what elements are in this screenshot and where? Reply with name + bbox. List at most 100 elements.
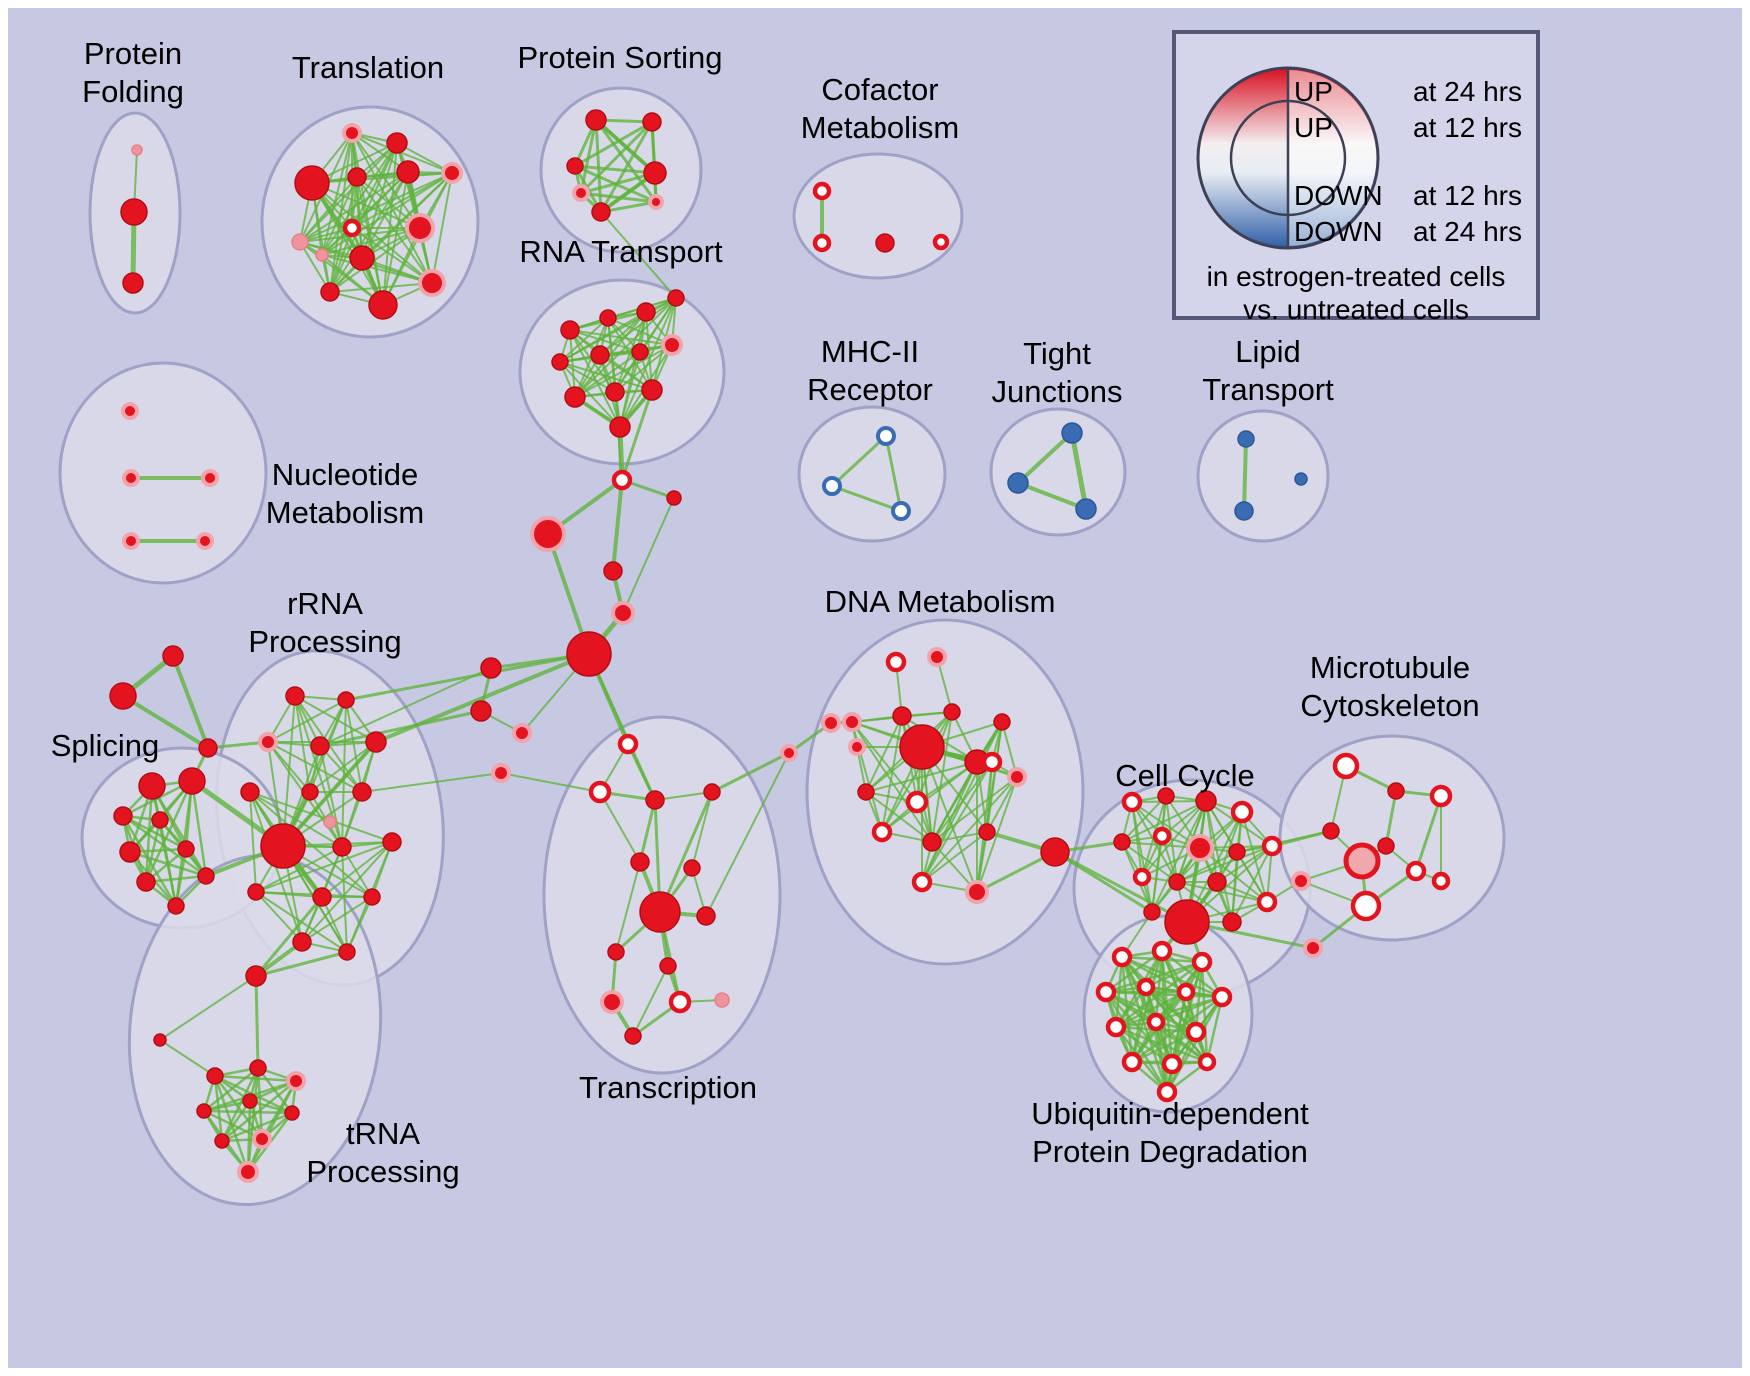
legend-box: UP at 24 hrs UP at 12 hrs DOWN at 12 hrs… — [1172, 30, 1540, 325]
cluster-label-transcription: Transcription — [579, 1070, 757, 1105]
network-node — [178, 767, 206, 795]
cluster-ellipse-mhc-ii-receptor — [797, 405, 947, 543]
network-node — [1075, 498, 1097, 520]
legend-direction: UP — [1294, 112, 1333, 143]
network-edge — [569, 329, 641, 353]
network-node — [922, 832, 942, 852]
network-node — [585, 109, 607, 131]
network-node — [1105, 1016, 1127, 1038]
network-node — [932, 233, 950, 251]
network-node — [206, 1067, 224, 1085]
network-node — [1121, 1051, 1143, 1073]
network-edge — [202, 1066, 260, 1113]
network-edge — [1114, 1025, 1209, 1064]
network-edge — [249, 791, 257, 893]
network-edge — [1216, 845, 1273, 883]
network-edge — [1236, 830, 1332, 853]
network-node — [120, 198, 148, 226]
network-node — [247, 883, 265, 901]
network-node — [151, 811, 169, 829]
network-edge — [150, 784, 208, 878]
network-edge — [246, 1079, 298, 1174]
network-node — [943, 703, 961, 721]
network-node — [641, 379, 663, 401]
network-edge — [121, 694, 210, 750]
network-node — [405, 213, 435, 243]
network-edge — [573, 164, 657, 175]
network-edge — [1154, 995, 1224, 1024]
network-node — [609, 416, 631, 438]
network-edge — [1016, 431, 1074, 485]
network-edge — [500, 772, 601, 793]
network-node — [237, 1161, 259, 1183]
network-node — [1146, 1012, 1166, 1032]
network-edge — [1131, 801, 1178, 883]
cluster-label-dna-metabolism: DNA Metabolism — [825, 584, 1056, 619]
network-node — [512, 723, 532, 743]
legend-caption: in estrogen-treated cells vs. untreated … — [1176, 260, 1536, 326]
network-edge — [321, 896, 348, 953]
network-node — [591, 202, 611, 222]
network-edge — [255, 841, 393, 893]
network-edge — [573, 120, 654, 168]
network-node — [1151, 940, 1173, 962]
network-edge — [1121, 795, 1167, 843]
network-edge — [220, 1099, 252, 1143]
cluster-ellipse-microtubule-cytoskeleton — [1278, 734, 1506, 942]
network-node — [648, 194, 664, 210]
network-edge — [884, 434, 903, 513]
network-node — [214, 1133, 230, 1149]
network-node — [821, 713, 841, 733]
network-edge — [299, 171, 409, 243]
network-edge — [574, 351, 641, 398]
network-edge — [220, 1111, 294, 1143]
network-node — [624, 1027, 642, 1045]
network-edge — [255, 891, 303, 943]
network-node — [605, 382, 625, 402]
network-edge — [1151, 800, 1207, 913]
network-node — [1431, 871, 1451, 891]
network-node — [1256, 891, 1278, 913]
network-node — [1113, 833, 1131, 851]
network-node — [1387, 782, 1405, 800]
network-node — [1332, 752, 1360, 780]
legend-direction: UP — [1294, 76, 1333, 107]
network-edge — [626, 742, 657, 802]
network-edge — [594, 118, 657, 175]
network-node — [240, 782, 260, 802]
network-edge — [638, 798, 657, 864]
network-node — [696, 906, 716, 926]
cluster-ellipse-cofactor-metabolism — [792, 152, 964, 280]
network-node — [197, 867, 215, 885]
network-node — [131, 144, 143, 156]
network-node — [1294, 472, 1308, 486]
network-node — [566, 157, 584, 175]
network-node — [639, 891, 681, 933]
network-edge — [1176, 845, 1273, 883]
network-node — [363, 888, 381, 906]
network-node — [1156, 1081, 1178, 1103]
network-node — [600, 990, 624, 1014]
network-edge — [220, 1066, 260, 1143]
network-edge — [309, 741, 377, 793]
network-node — [138, 772, 166, 800]
network-node — [981, 751, 1003, 773]
network-node — [1234, 501, 1254, 521]
network-node — [382, 832, 402, 852]
network-node — [611, 469, 633, 491]
network-node — [177, 840, 195, 858]
network-node — [1061, 422, 1083, 444]
network-node — [312, 887, 332, 907]
network-node — [242, 1093, 258, 1109]
network-node — [905, 790, 929, 814]
legend-direction: DOWN — [1294, 216, 1383, 247]
network-edge — [658, 790, 714, 914]
network-node — [703, 783, 721, 801]
network-node — [1191, 951, 1213, 973]
network-edge — [921, 776, 1018, 883]
network-node — [1261, 835, 1283, 857]
legend-row-up-12: UP at 12 hrs — [1294, 112, 1522, 144]
network-node — [153, 1033, 167, 1047]
cluster-label-translation: Translation — [292, 50, 444, 85]
